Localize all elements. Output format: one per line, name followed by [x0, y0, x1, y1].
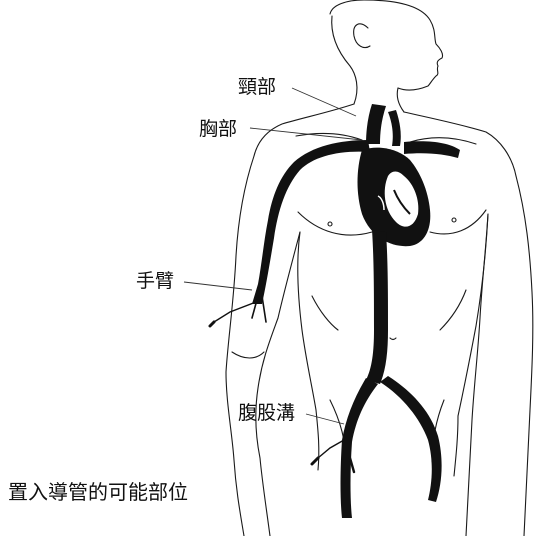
- abdomen-line-right: [440, 290, 466, 330]
- figure-caption: 置入導管的可能部位: [8, 482, 188, 502]
- catheter-lines: [210, 296, 354, 472]
- right-subclavian: [404, 141, 460, 158]
- jugular-vessel: [366, 104, 386, 144]
- vessel-system: [252, 104, 460, 518]
- label-groin: 腹股溝: [238, 404, 295, 423]
- ear-outline: [354, 24, 370, 48]
- label-neck: 頸部: [238, 78, 276, 97]
- right-arm-outer: [516, 176, 533, 536]
- label-chest: 胸部: [199, 120, 237, 139]
- left-nipple: [328, 222, 332, 226]
- left-pectoral: [298, 212, 372, 235]
- torso-right: [458, 214, 488, 416]
- left-arm-outer: [226, 156, 254, 536]
- arm-catheter: [214, 302, 256, 322]
- left-forearm-crease: [232, 352, 264, 358]
- right-iliac: [380, 376, 442, 502]
- abdomen-line-left: [312, 296, 338, 330]
- groin-catheter: [318, 440, 344, 458]
- right-nipple: [452, 218, 456, 222]
- right-groin-line: [454, 416, 458, 476]
- arm-leader: [184, 282, 252, 290]
- groin-catheter-tip: [312, 458, 318, 464]
- left-subclavian: [252, 140, 370, 304]
- navel: [390, 338, 396, 340]
- neck-leader: [292, 88, 356, 116]
- head-outline: [330, 0, 443, 90]
- descending-vessel: [366, 230, 388, 384]
- neck-front: [397, 88, 404, 112]
- left-iliac: [341, 378, 379, 518]
- neck-back: [332, 16, 357, 104]
- arm-catheter-tip: [210, 322, 214, 326]
- label-arm: 手臂: [136, 272, 174, 291]
- right-pectoral: [430, 210, 486, 234]
- neck-branch-right: [388, 110, 401, 146]
- torso-left: [298, 232, 316, 410]
